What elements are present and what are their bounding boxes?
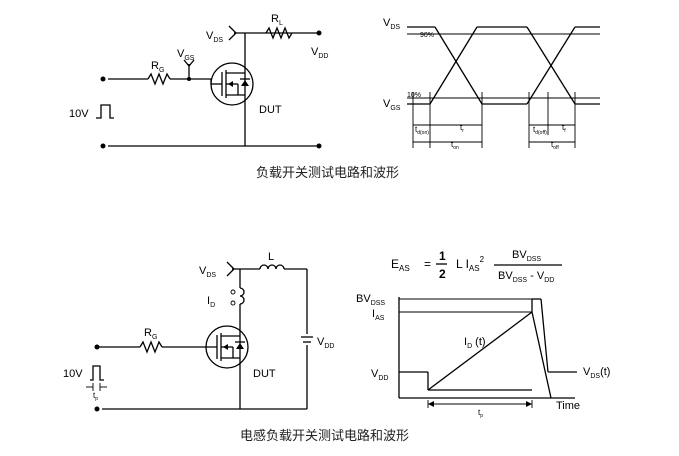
rg-label: RG <box>151 60 164 74</box>
source-10v-label: 10V <box>69 108 89 120</box>
dut-label-2: DUT <box>253 368 276 380</box>
current-loop <box>239 287 245 305</box>
l-ias-term: L IAS2 <box>456 255 485 273</box>
tp-wave-label: tp <box>478 408 483 419</box>
ton-label: ton <box>451 140 459 151</box>
id-label: ID <box>207 295 215 309</box>
vgs-label: VGS <box>177 48 195 62</box>
bvdss-label: BVDSS <box>356 293 385 307</box>
vdd-label: VDD <box>311 46 328 60</box>
time-axis-label: Time <box>556 400 580 412</box>
avalanche-energy-equation: EAS = 1 2 L IAS2 BVDSS BVDSS - VDD <box>391 249 562 284</box>
td-on-label: td(on) <box>415 125 429 136</box>
dut-label: DUT <box>259 104 282 116</box>
toff-label: toff <box>551 140 559 151</box>
vdd-wave-label: VDD <box>371 368 388 382</box>
tr-label: tr <box>460 123 464 134</box>
half-numerator: 1 <box>439 249 446 263</box>
td-off-label: td(off) <box>533 125 547 136</box>
pct10-label: 10% <box>407 92 421 99</box>
vds-label-2: VDS <box>199 265 216 279</box>
rl-label: RL <box>271 13 283 27</box>
tp-label: tp <box>93 391 98 402</box>
resistive-switching-circuit: VDS RL VGS RG VDD DUT 10V <box>69 13 328 149</box>
caption-bottom: 电感负载开关测试电路和波形 <box>240 428 409 444</box>
vds-label: VDS <box>206 30 223 44</box>
gate-pulse-icon <box>96 104 114 119</box>
source-10v-label-2: 10V <box>63 368 83 380</box>
id-t-label: ID (t) <box>464 336 486 350</box>
equals-sign: = <box>424 257 431 271</box>
avalanche-waveform: BVDSS IAS VDD ID (t) VDS(t) tp Time <box>356 293 610 419</box>
inductive-switching-circuit: VDS L ID RG VDD DUT 10V tp <box>63 251 334 412</box>
fraction-denominator: BVDSS - VDD <box>498 270 554 284</box>
vdd-label-2: VDD <box>317 336 334 350</box>
pct90-label: 90% <box>420 32 434 39</box>
switching-waveform: VDS VGS 90% 10% td(on) tr ton td(off) tf… <box>383 17 600 151</box>
gate-pulse-icon-2 <box>90 365 104 381</box>
inductor-coil <box>259 264 285 270</box>
tf-label: tf <box>562 123 566 134</box>
vds-arrow-icon <box>228 25 237 41</box>
wave-vgs-label: VGS <box>383 98 401 112</box>
fraction-numerator: BVDSS <box>512 249 541 263</box>
caption-top: 负载开关测试电路和波形 <box>256 165 399 181</box>
gate-resistor-2 <box>139 340 163 354</box>
vds-arrow-icon-2 <box>226 261 235 277</box>
load-resistor <box>265 26 293 40</box>
vds-t-label: VDS(t) <box>583 366 610 380</box>
wave-vds-label: VDS <box>383 17 400 31</box>
gate-resistor <box>147 72 171 86</box>
l-label: L <box>268 251 274 263</box>
rg-label-2: RG <box>144 327 157 341</box>
ias-label: IAS <box>372 308 385 322</box>
eas-symbol: EAS <box>391 257 410 273</box>
half-denominator: 2 <box>439 267 446 281</box>
